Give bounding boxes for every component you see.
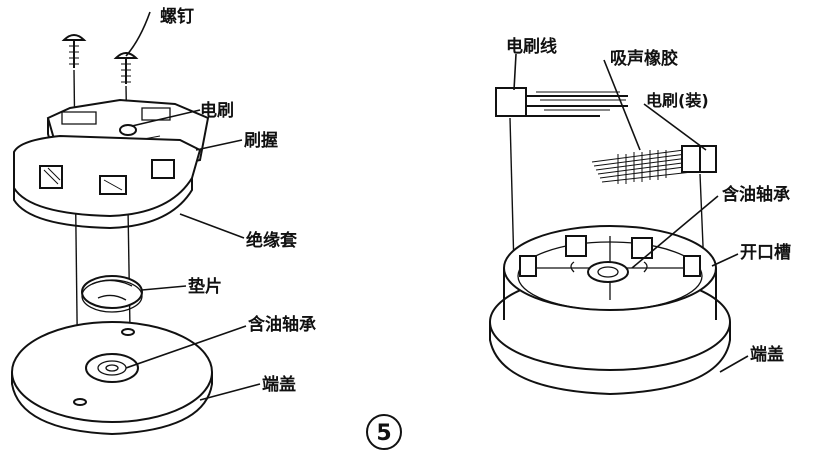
end-cover-left xyxy=(11,321,213,436)
figure-number-text: 5 xyxy=(376,421,391,446)
end-cover-right xyxy=(489,225,731,396)
right-assembled-view: 电刷线 吸声橡胶 电刷(装) 含油轴承 开口槽 端盖 xyxy=(489,36,791,396)
label-insulating-sleeve: 绝缘套 xyxy=(246,230,298,251)
screw-left xyxy=(61,34,87,68)
insulating-sleeve xyxy=(13,134,202,230)
label-brush-wire: 电刷线 xyxy=(506,36,557,57)
label-brush-holder: 刷握 xyxy=(244,130,278,151)
shim xyxy=(81,275,143,313)
label-slot: 开口槽 xyxy=(740,242,791,263)
screw-right xyxy=(113,52,139,84)
left-exploded-assembly: 螺钉 电刷 刷握 绝缘套 垫片 含油轴承 端盖 xyxy=(11,6,316,436)
label-end-cover-right: 端盖 xyxy=(750,344,784,365)
figure-number: 5 xyxy=(366,414,402,450)
label-brush: 电刷 xyxy=(200,100,234,121)
brush-wire xyxy=(495,87,628,117)
label-screw: 螺钉 xyxy=(160,6,194,27)
label-shim: 垫片 xyxy=(188,276,222,297)
label-oil-bearing-left: 含油轴承 xyxy=(248,314,316,335)
brush-assembly xyxy=(591,145,717,184)
label-damping-rubber: 吸声橡胶 xyxy=(610,48,678,69)
label-oil-bearing-right: 含油轴承 xyxy=(722,184,790,205)
label-brush-assembly: 电刷(装) xyxy=(646,91,709,110)
label-end-cover-left: 端盖 xyxy=(262,374,296,395)
